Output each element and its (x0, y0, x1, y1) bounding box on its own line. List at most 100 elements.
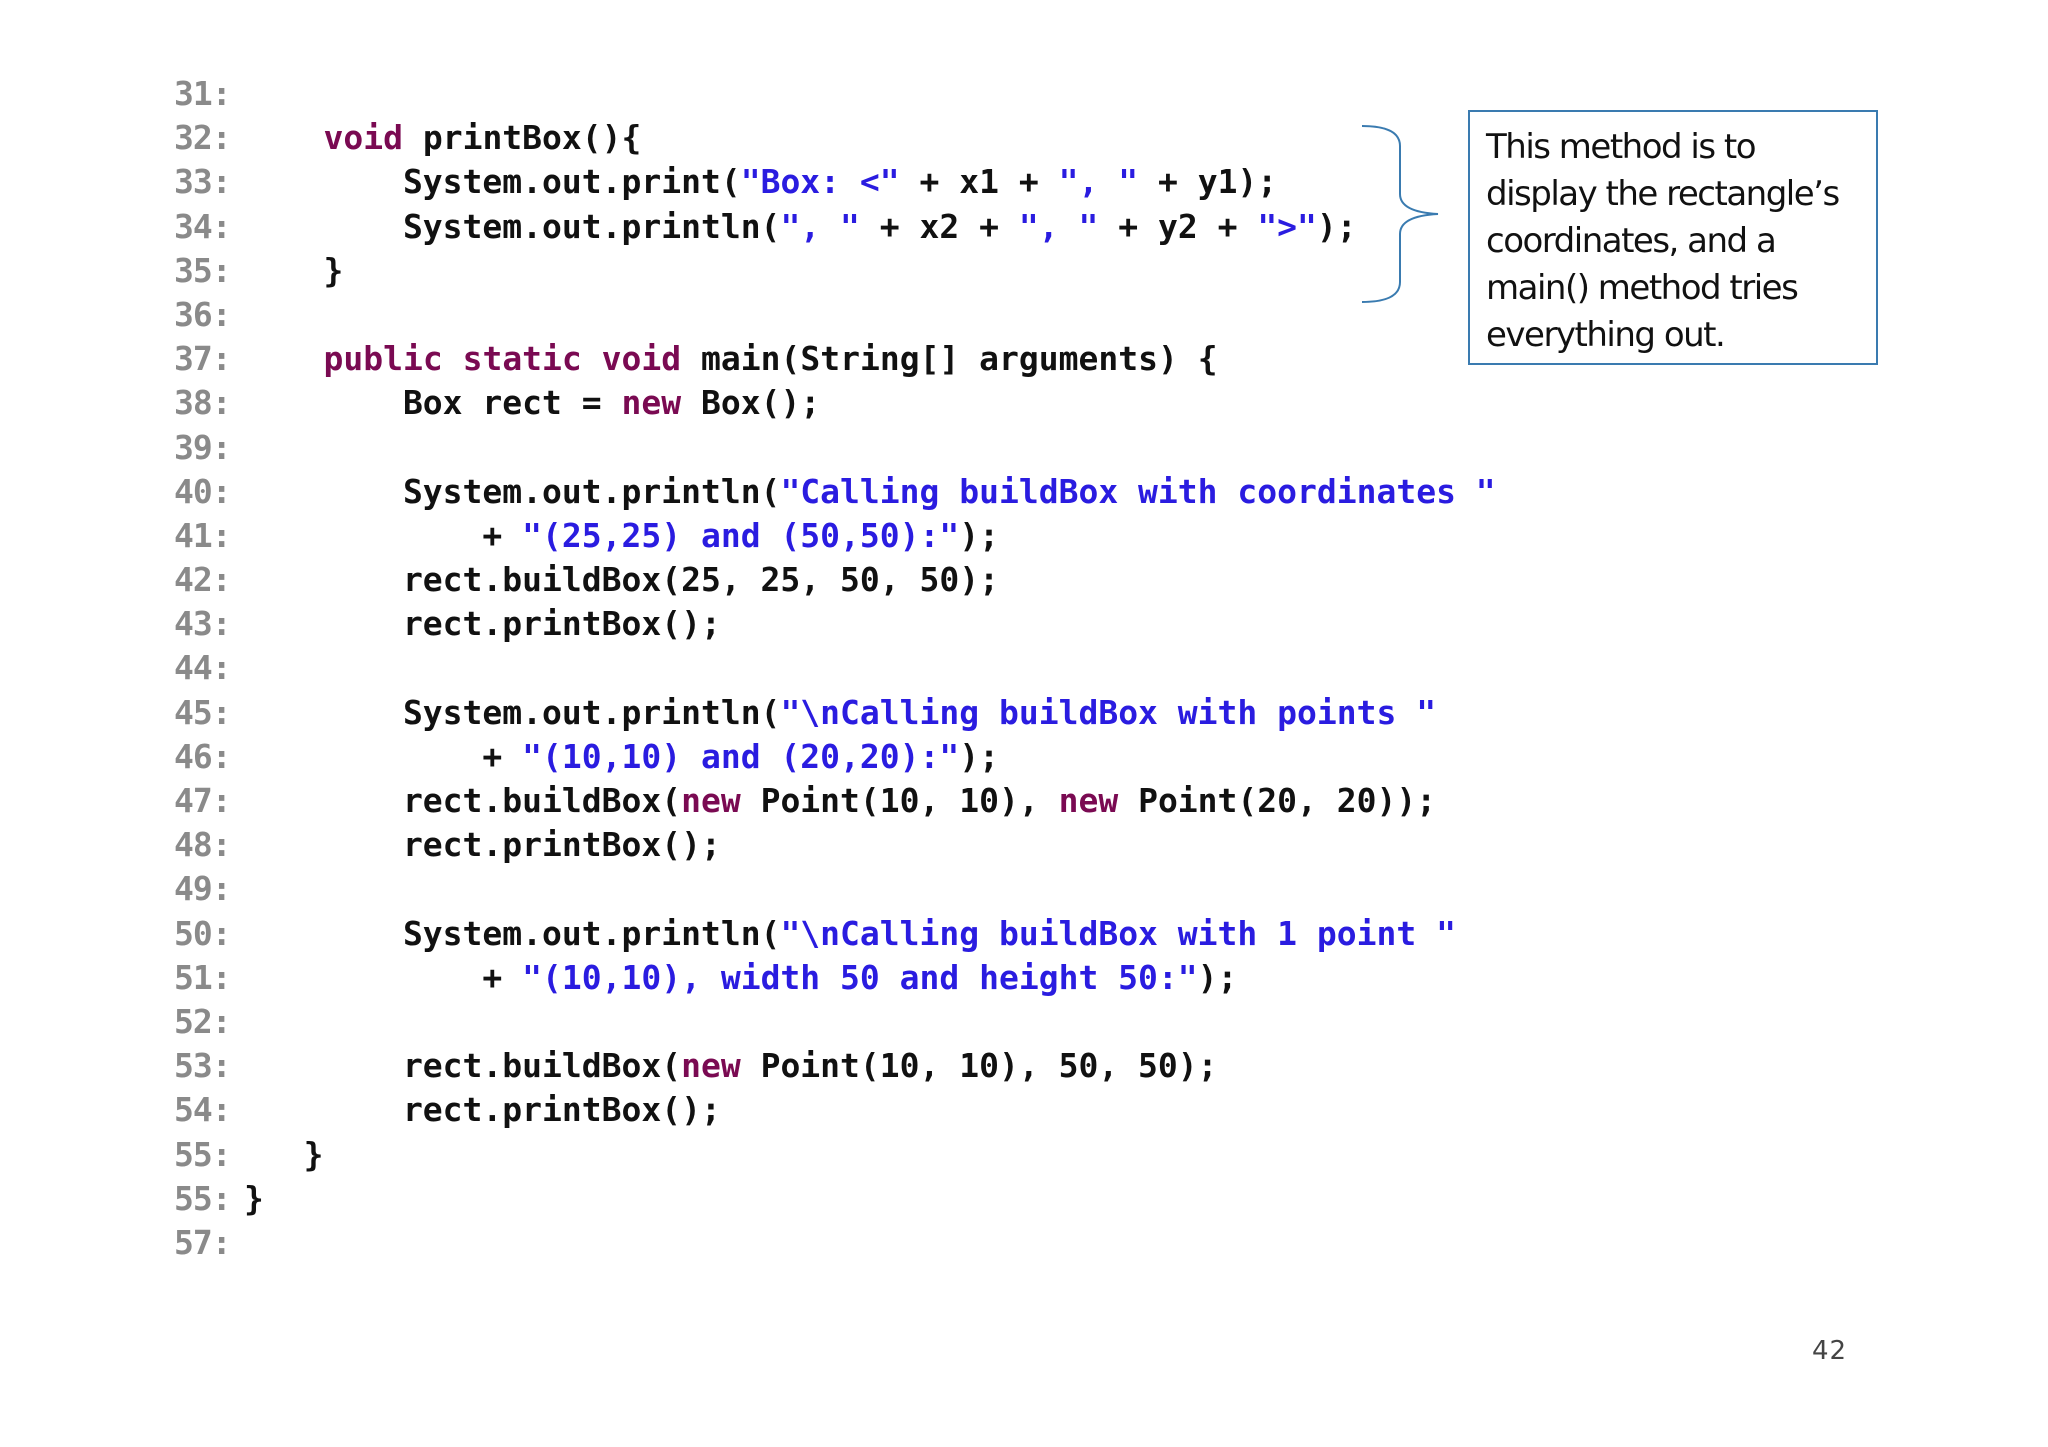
line-number: 48: (174, 825, 232, 865)
annotation-callout: This method is to display the rectangle’… (1468, 110, 1878, 365)
line-number: 51: (174, 957, 232, 997)
line-number: 37: (174, 339, 232, 379)
code-line: 34: System.out.println(", " + x2 + ", " … (174, 205, 1496, 249)
curly-brace-icon (1361, 125, 1439, 303)
code-text: Box(); (681, 383, 821, 423)
code-text: Point(10, 10), 50, 50); (740, 1046, 1218, 1086)
line-number: 39: (174, 427, 232, 467)
line-number: 53: (174, 1046, 232, 1086)
code-line: 55:} (174, 1177, 1496, 1221)
line-number: 41: (174, 515, 232, 555)
code-line: 47: rect.buildBox(new Point(10, 10), new… (174, 779, 1496, 823)
code-string: ", " (780, 206, 860, 246)
code-text: System.out.print( (244, 162, 741, 202)
line-number: 33: (174, 162, 232, 202)
code-text (244, 118, 323, 157)
code-line: 57: (174, 1221, 1496, 1265)
code-text: rect.buildBox( (244, 781, 682, 820)
code-line: 54: rect.printBox(); (174, 1088, 1496, 1132)
code-text: rect.buildBox(25, 25, 50, 50); (244, 560, 999, 600)
code-line: 33: System.out.print("Box: <" + x1 + ", … (174, 160, 1496, 204)
code-string: "\nCalling buildBox with 1 point " (780, 913, 1456, 953)
code-line: 50: System.out.println("\nCalling buildB… (174, 912, 1496, 956)
code-line: 51: + "(10,10), width 50 and height 50:"… (174, 956, 1496, 1000)
code-line: 43: rect.printBox(); (174, 602, 1496, 646)
code-line: 41: + "(25,25) and (50,50):"); (174, 514, 1496, 558)
code-line: 44: (174, 646, 1496, 690)
code-text: rect.printBox(); (244, 604, 721, 644)
code-keyword: new (621, 383, 682, 423)
code-text: Point(20, 20)); (1118, 781, 1437, 820)
line-number: 55: (174, 1178, 232, 1218)
code-text: + x1 + (899, 162, 1059, 202)
line-number: 43: (174, 604, 232, 644)
code-text: } (244, 250, 344, 290)
code-string: "Box: <" (740, 162, 900, 202)
code-text: + y2 + (1098, 206, 1258, 246)
line-number: 36: (174, 294, 232, 334)
code-text (582, 339, 602, 378)
code-text: + (244, 736, 523, 776)
line-number: 57: (174, 1222, 232, 1262)
code-text: System.out.println( (244, 913, 781, 953)
code-string: "Calling buildBox with coordinates " (780, 471, 1496, 511)
line-number: 44: (174, 648, 232, 688)
code-text: main(String[] arguments) { (681, 339, 1218, 379)
code-text: } (244, 1178, 264, 1218)
code-text: ); (959, 515, 999, 555)
line-number: 42: (174, 560, 232, 600)
line-number: 54: (174, 1090, 232, 1130)
code-line: 32: void printBox(){ (174, 116, 1496, 160)
line-number: 52: (174, 1001, 232, 1041)
code-string: ">" (1257, 206, 1317, 246)
code-line: 53: rect.buildBox(new Point(10, 10), 50,… (174, 1044, 1496, 1088)
code-text (443, 339, 463, 378)
code-text: rect.printBox(); (244, 825, 721, 865)
code-line: 40: System.out.println("Calling buildBox… (174, 470, 1496, 514)
code-text: + (244, 957, 523, 997)
code-line: 31: (174, 72, 1496, 116)
code-keyword: new (1058, 781, 1119, 820)
code-text: rect.buildBox( (244, 1046, 682, 1086)
code-keyword: new (681, 1046, 741, 1086)
code-text: System.out.println( (244, 206, 781, 246)
code-line: 38: Box rect = new Box(); (174, 381, 1496, 425)
code-text: Point(10, 10), (740, 781, 1059, 820)
code-keyword: void (601, 339, 682, 379)
code-text: ); (1316, 206, 1357, 246)
code-string: "\nCalling buildBox with points " (780, 692, 1437, 732)
code-line: 55: } (174, 1133, 1496, 1177)
line-number: 49: (174, 869, 232, 909)
annotation-text: This method is to display the rectangle’… (1486, 127, 1840, 355)
line-number: 35: (174, 250, 232, 290)
code-line: 48: rect.printBox(); (174, 823, 1496, 867)
code-text (244, 339, 323, 378)
code-line: 39: (174, 426, 1496, 470)
code-line: 52: (174, 1000, 1496, 1044)
code-text: ); (959, 736, 999, 776)
code-text: rect.printBox(); (244, 1090, 721, 1130)
code-text: } (244, 1134, 324, 1174)
code-text: + x2 + (859, 206, 1019, 246)
code-string: ", " (1058, 162, 1139, 202)
line-number: 32: (174, 118, 232, 158)
code-line: 37: public static void main(String[] arg… (174, 337, 1496, 381)
line-number: 50: (174, 913, 232, 953)
code-text: System.out.println( (244, 692, 781, 732)
code-string: ", " (1018, 206, 1099, 246)
page-number: 42 (1812, 1336, 1848, 1366)
code-line: 45: System.out.println("\nCalling buildB… (174, 691, 1496, 735)
code-string: "(25,25) and (50,50):" (522, 515, 960, 555)
line-number: 55: (174, 1134, 232, 1174)
code-keyword: void (323, 118, 403, 158)
code-text: printBox(){ (402, 118, 642, 158)
code-line: 36: (174, 293, 1496, 337)
code-string: "(10,10), width 50 and height 50:" (522, 957, 1198, 997)
code-text: System.out.println( (244, 471, 781, 511)
line-number: 45: (174, 692, 232, 732)
line-number: 38: (174, 383, 232, 423)
line-number: 34: (174, 206, 232, 246)
code-text: + (244, 515, 523, 555)
code-listing: 31:32: void printBox(){33: System.out.pr… (174, 72, 1496, 1265)
line-number: 46: (174, 736, 232, 776)
